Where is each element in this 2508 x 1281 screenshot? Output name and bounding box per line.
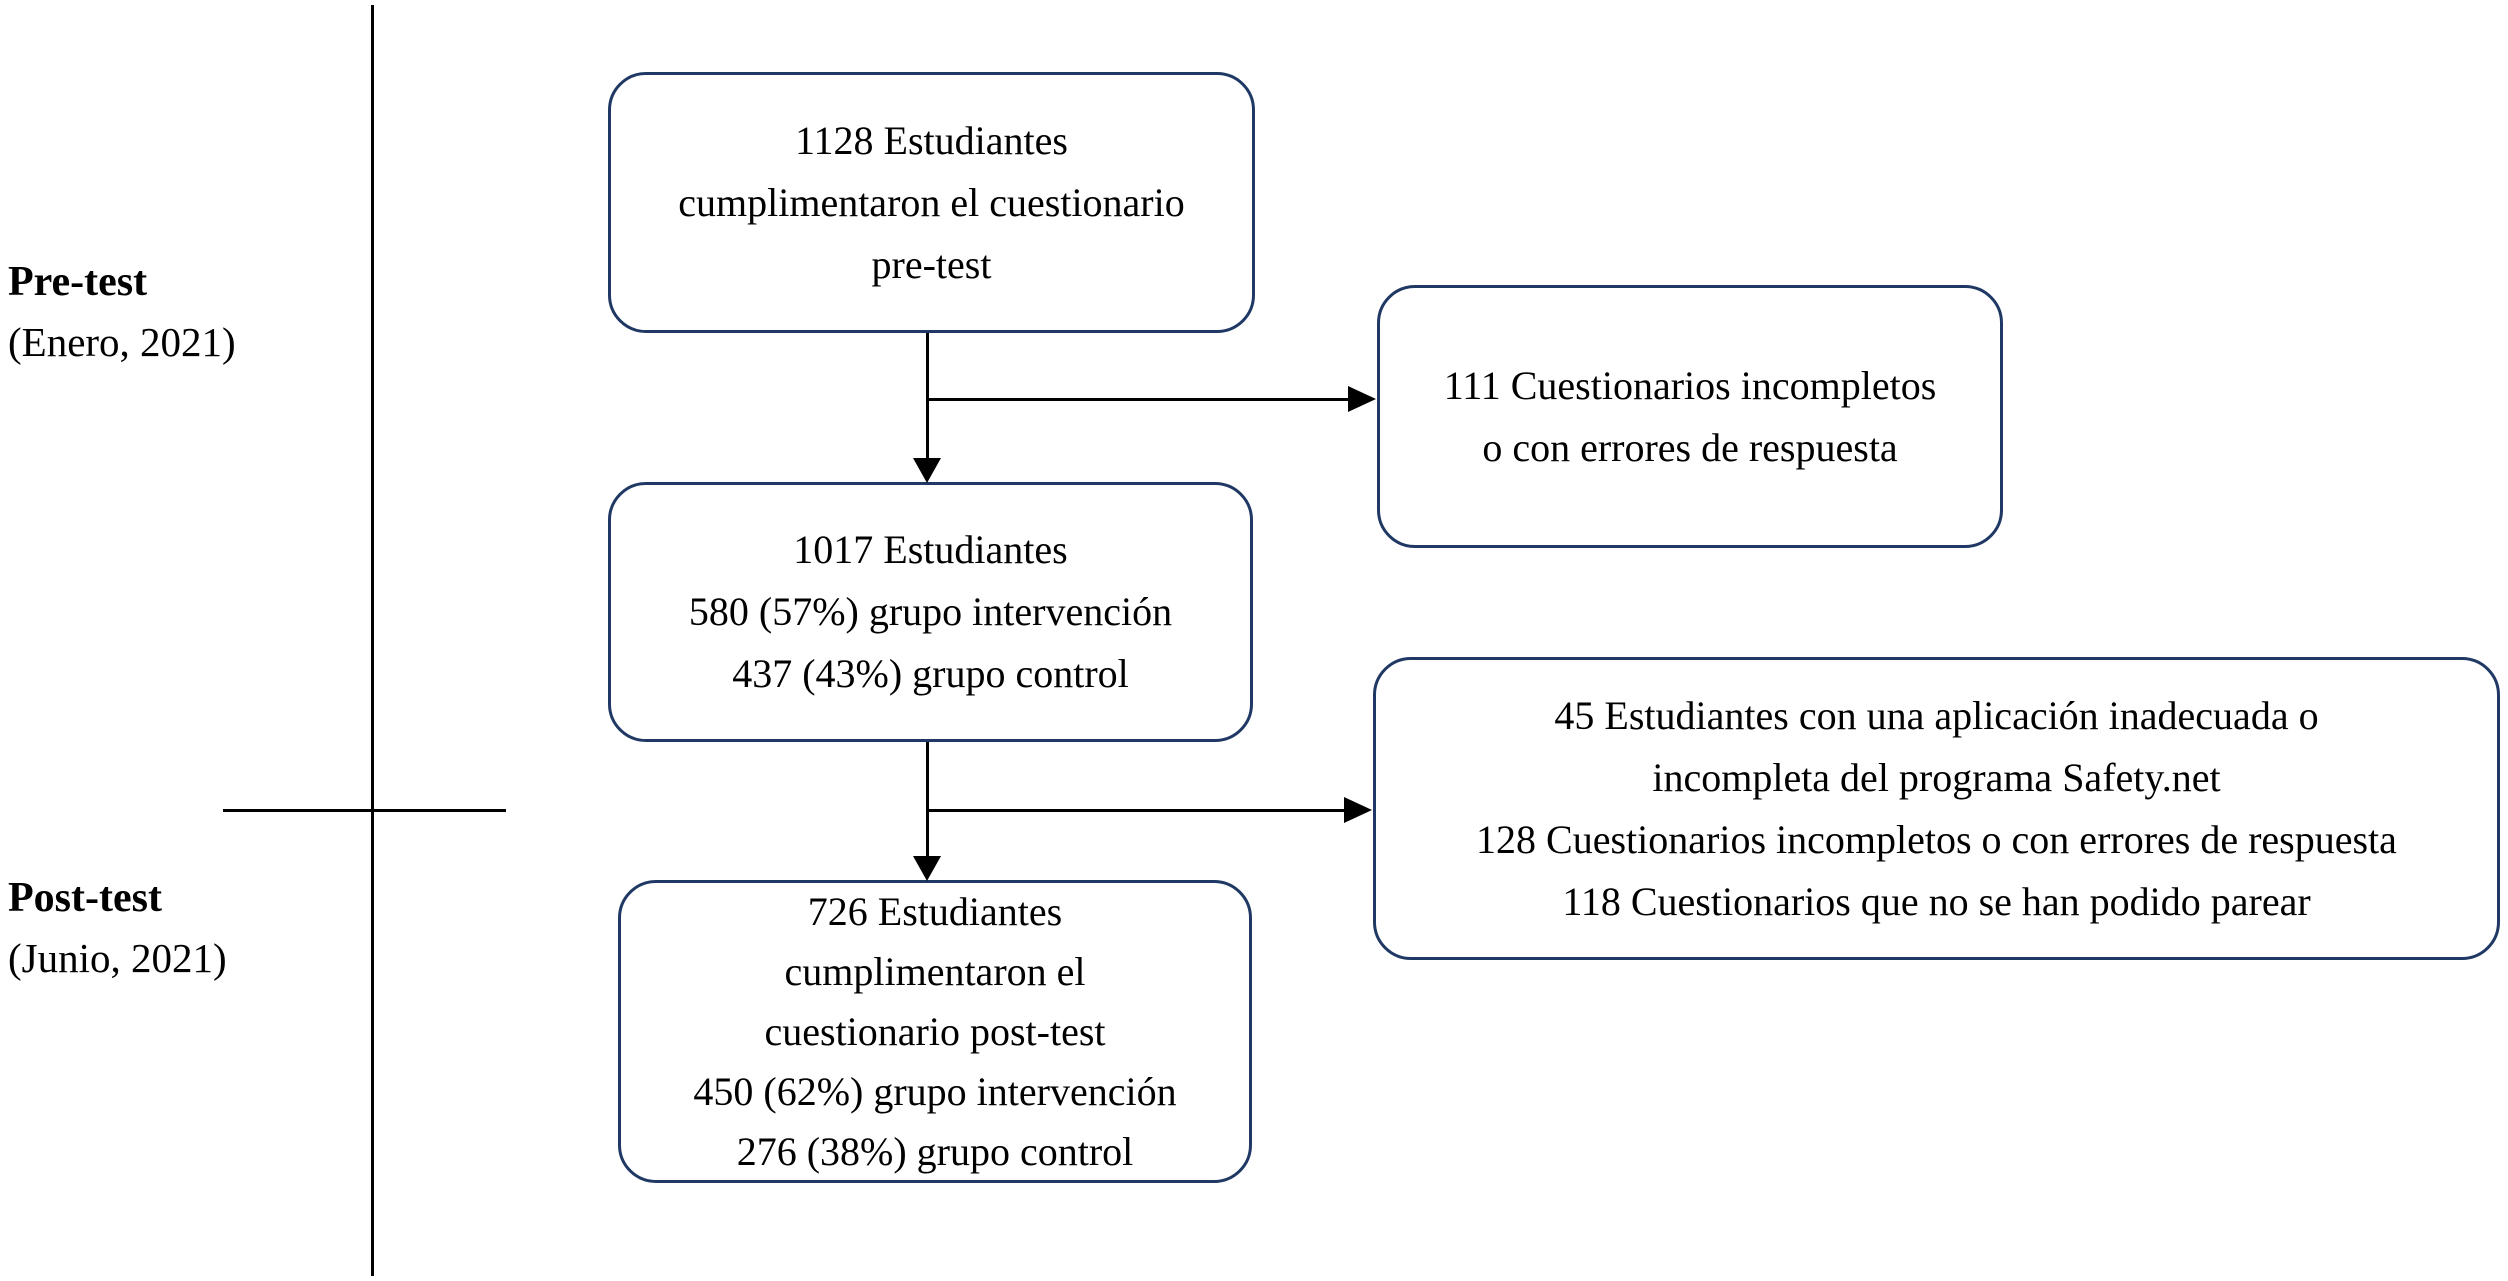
box-text-line: 111 Cuestionarios incompletos bbox=[1443, 362, 1937, 408]
arrow-down-icon bbox=[913, 458, 941, 483]
box-text-line: pre-test bbox=[871, 241, 992, 287]
box-text-line: 128 Cuestionarios incompletos o con erro… bbox=[1476, 816, 2397, 862]
box-text-line: 437 (43%) grupo control bbox=[732, 651, 1129, 696]
box-text-line: 1128 Estudiantes bbox=[795, 117, 1068, 163]
box-text-line: 276 (38%) grupo control bbox=[736, 1128, 1134, 1174]
box-text-line: incompleta del programa Safety.net bbox=[1652, 754, 2221, 800]
phase-pretest-title: Pre-test bbox=[8, 259, 148, 305]
phase-label-pretest: Pre-test (Enero, 2021) bbox=[8, 252, 368, 372]
box-text-line: 118 Cuestionarios que no se han podido p… bbox=[1562, 878, 2311, 924]
box-text-line: cumplimentaron el cuestionario bbox=[678, 179, 1185, 225]
box-posttest-completed: 726 Estudiantes cumplimentaron el cuesti… bbox=[618, 880, 1252, 1183]
arrow-pretest-to-analyzed-stem bbox=[926, 333, 929, 459]
box-text-line: 45 Estudiantes con una aplicación inadec… bbox=[1554, 692, 2319, 738]
arrow-analyzed-to-posttest-stem bbox=[926, 742, 929, 858]
arrow-to-excluded-posttest-stem bbox=[926, 809, 1346, 812]
box-text-line: o con errores de respuesta bbox=[1482, 424, 1898, 470]
timeline-phase-divider-line bbox=[223, 809, 506, 812]
phase-posttest-date: (Junio, 2021) bbox=[8, 935, 227, 981]
phase-posttest-title: Post-test bbox=[8, 875, 162, 921]
arrow-right-icon bbox=[1344, 797, 1372, 823]
arrow-to-excluded-pretest-stem bbox=[926, 398, 1350, 401]
arrow-down-icon bbox=[913, 856, 941, 881]
box-analyzed-pretest: 1017 Estudiantes 580 (57%) grupo interve… bbox=[608, 482, 1253, 742]
box-excluded-pretest: 111 Cuestionarios incompletos o con erro… bbox=[1377, 285, 2003, 548]
box-text-line: cumplimentaron el bbox=[784, 948, 1086, 994]
arrow-right-icon bbox=[1348, 386, 1376, 412]
box-text-line: 1017 Estudiantes bbox=[793, 527, 1068, 572]
box-text-line: 450 (62%) grupo intervención bbox=[693, 1068, 1177, 1114]
phase-pretest-date: (Enero, 2021) bbox=[8, 319, 236, 365]
phase-label-posttest: Post-test (Junio, 2021) bbox=[8, 868, 368, 988]
box-pretest-completed: 1128 Estudiantes cumplimentaron el cuest… bbox=[608, 72, 1255, 333]
box-text-line: 726 Estudiantes bbox=[807, 888, 1063, 934]
box-excluded-posttest: 45 Estudiantes con una aplicación inadec… bbox=[1373, 657, 2500, 960]
timeline-vertical-line bbox=[371, 5, 374, 1276]
box-text-line: 580 (57%) grupo intervención bbox=[688, 589, 1173, 634]
box-text-line: cuestionario post-test bbox=[764, 1008, 1106, 1054]
